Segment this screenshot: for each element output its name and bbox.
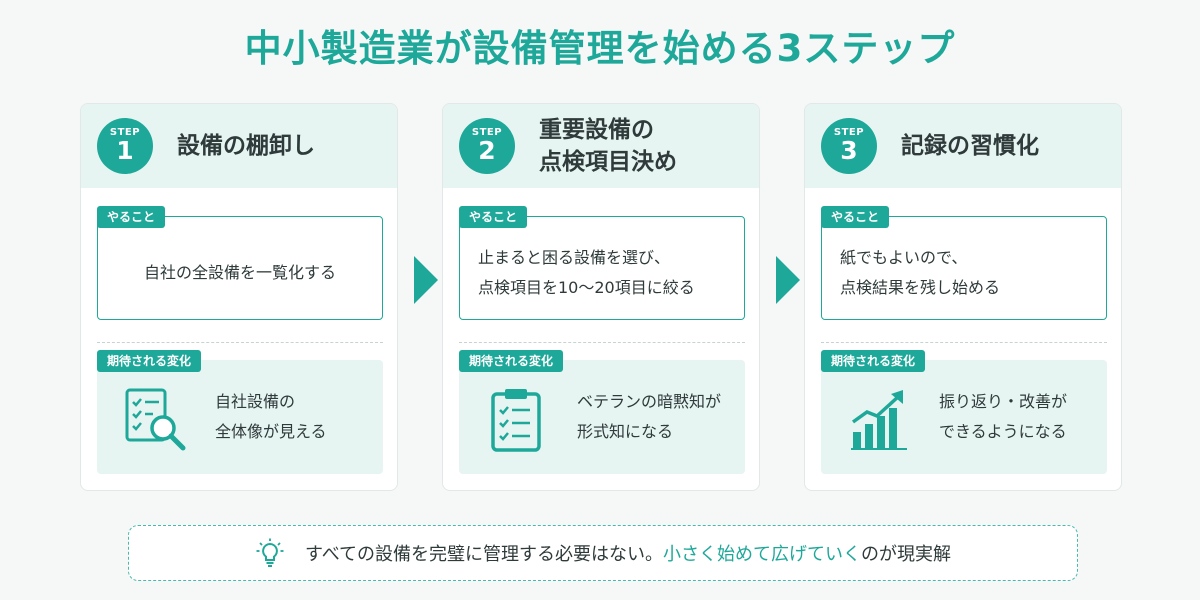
todo-text: 止まると困る設備を選び、 点検項目を10〜20項目に絞る (459, 216, 745, 320)
todo-text: 自社の全設備を一覧化する (97, 216, 383, 320)
step-word: STEP (109, 127, 141, 138)
step-number: 1 (116, 136, 134, 165)
divider (97, 342, 383, 343)
step-word: STEP (471, 127, 503, 138)
step-title: 設備の棚卸し (177, 133, 315, 159)
todo-label: やること (821, 206, 890, 228)
change-box: 振り返り・改善が できるようになる (821, 360, 1107, 474)
change-text: 振り返り・改善が できるようになる (939, 392, 1068, 441)
lightbulb-icon (256, 538, 284, 567)
step-word: STEP (833, 127, 865, 138)
change-label: 期待される変化 (97, 350, 202, 372)
arrow-right-icon (776, 256, 800, 304)
checklist-magnifier-icon (125, 388, 186, 451)
step-header: STEP 3 記録の習慣化 (805, 104, 1121, 188)
summary-text-accent: 小さく始めて広げていく (663, 544, 862, 565)
step-number: 2 (478, 136, 496, 165)
page-title: 中小製造業が設備管理を始める3ステップ (244, 27, 956, 70)
step-badge: STEP 1 (97, 118, 153, 174)
growth-chart-icon (851, 390, 907, 450)
arrow-right-icon (414, 256, 438, 304)
clipboard-checklist-icon (491, 389, 541, 452)
step-number: 3 (840, 136, 858, 165)
step-card-2: STEP 2 重要設備の 点検項目決め やること 止まると困る設備を選び、 点検… (442, 103, 760, 491)
step-badge: STEP 3 (821, 118, 877, 174)
step-title: 記録の習慣化 (901, 133, 1039, 159)
change-box: ベテランの暗黙知が 形式知になる (459, 360, 745, 474)
divider (821, 342, 1107, 343)
step-card-1: STEP 1 設備の棚卸し やること 自社の全設備を一覧化する 期待される変化 … (80, 103, 398, 491)
change-box: 自社設備の 全体像が見える (97, 360, 383, 474)
summary-text-end: のが現実解 (861, 544, 952, 565)
todo-label: やること (97, 206, 166, 228)
todo-label: やること (459, 206, 528, 228)
step-badge: STEP 2 (459, 118, 515, 174)
change-label: 期待される変化 (459, 350, 564, 372)
divider (459, 342, 745, 343)
todo-text: 紙でもよいので、 点検結果を残し始める (821, 216, 1107, 320)
change-text: ベテランの暗黙知が 形式知になる (577, 392, 722, 441)
change-label: 期待される変化 (821, 350, 926, 372)
change-text: 自社設備の 全体像が見える (215, 392, 327, 441)
step-header: STEP 1 設備の棚卸し (81, 104, 397, 188)
step-card-3: STEP 3 記録の習慣化 やること 紙でもよいので、 点検結果を残し始める 期… (804, 103, 1122, 491)
step-title: 重要設備の 点検項目決め (539, 117, 677, 175)
summary-bar: すべての設備を完璧に管理する必要はない。 小さく始めて広げていく のが現実解 (128, 525, 1078, 581)
summary-text-main: すべての設備を完璧に管理する必要はない。 (304, 544, 664, 565)
step-header: STEP 2 重要設備の 点検項目決め (443, 104, 759, 188)
